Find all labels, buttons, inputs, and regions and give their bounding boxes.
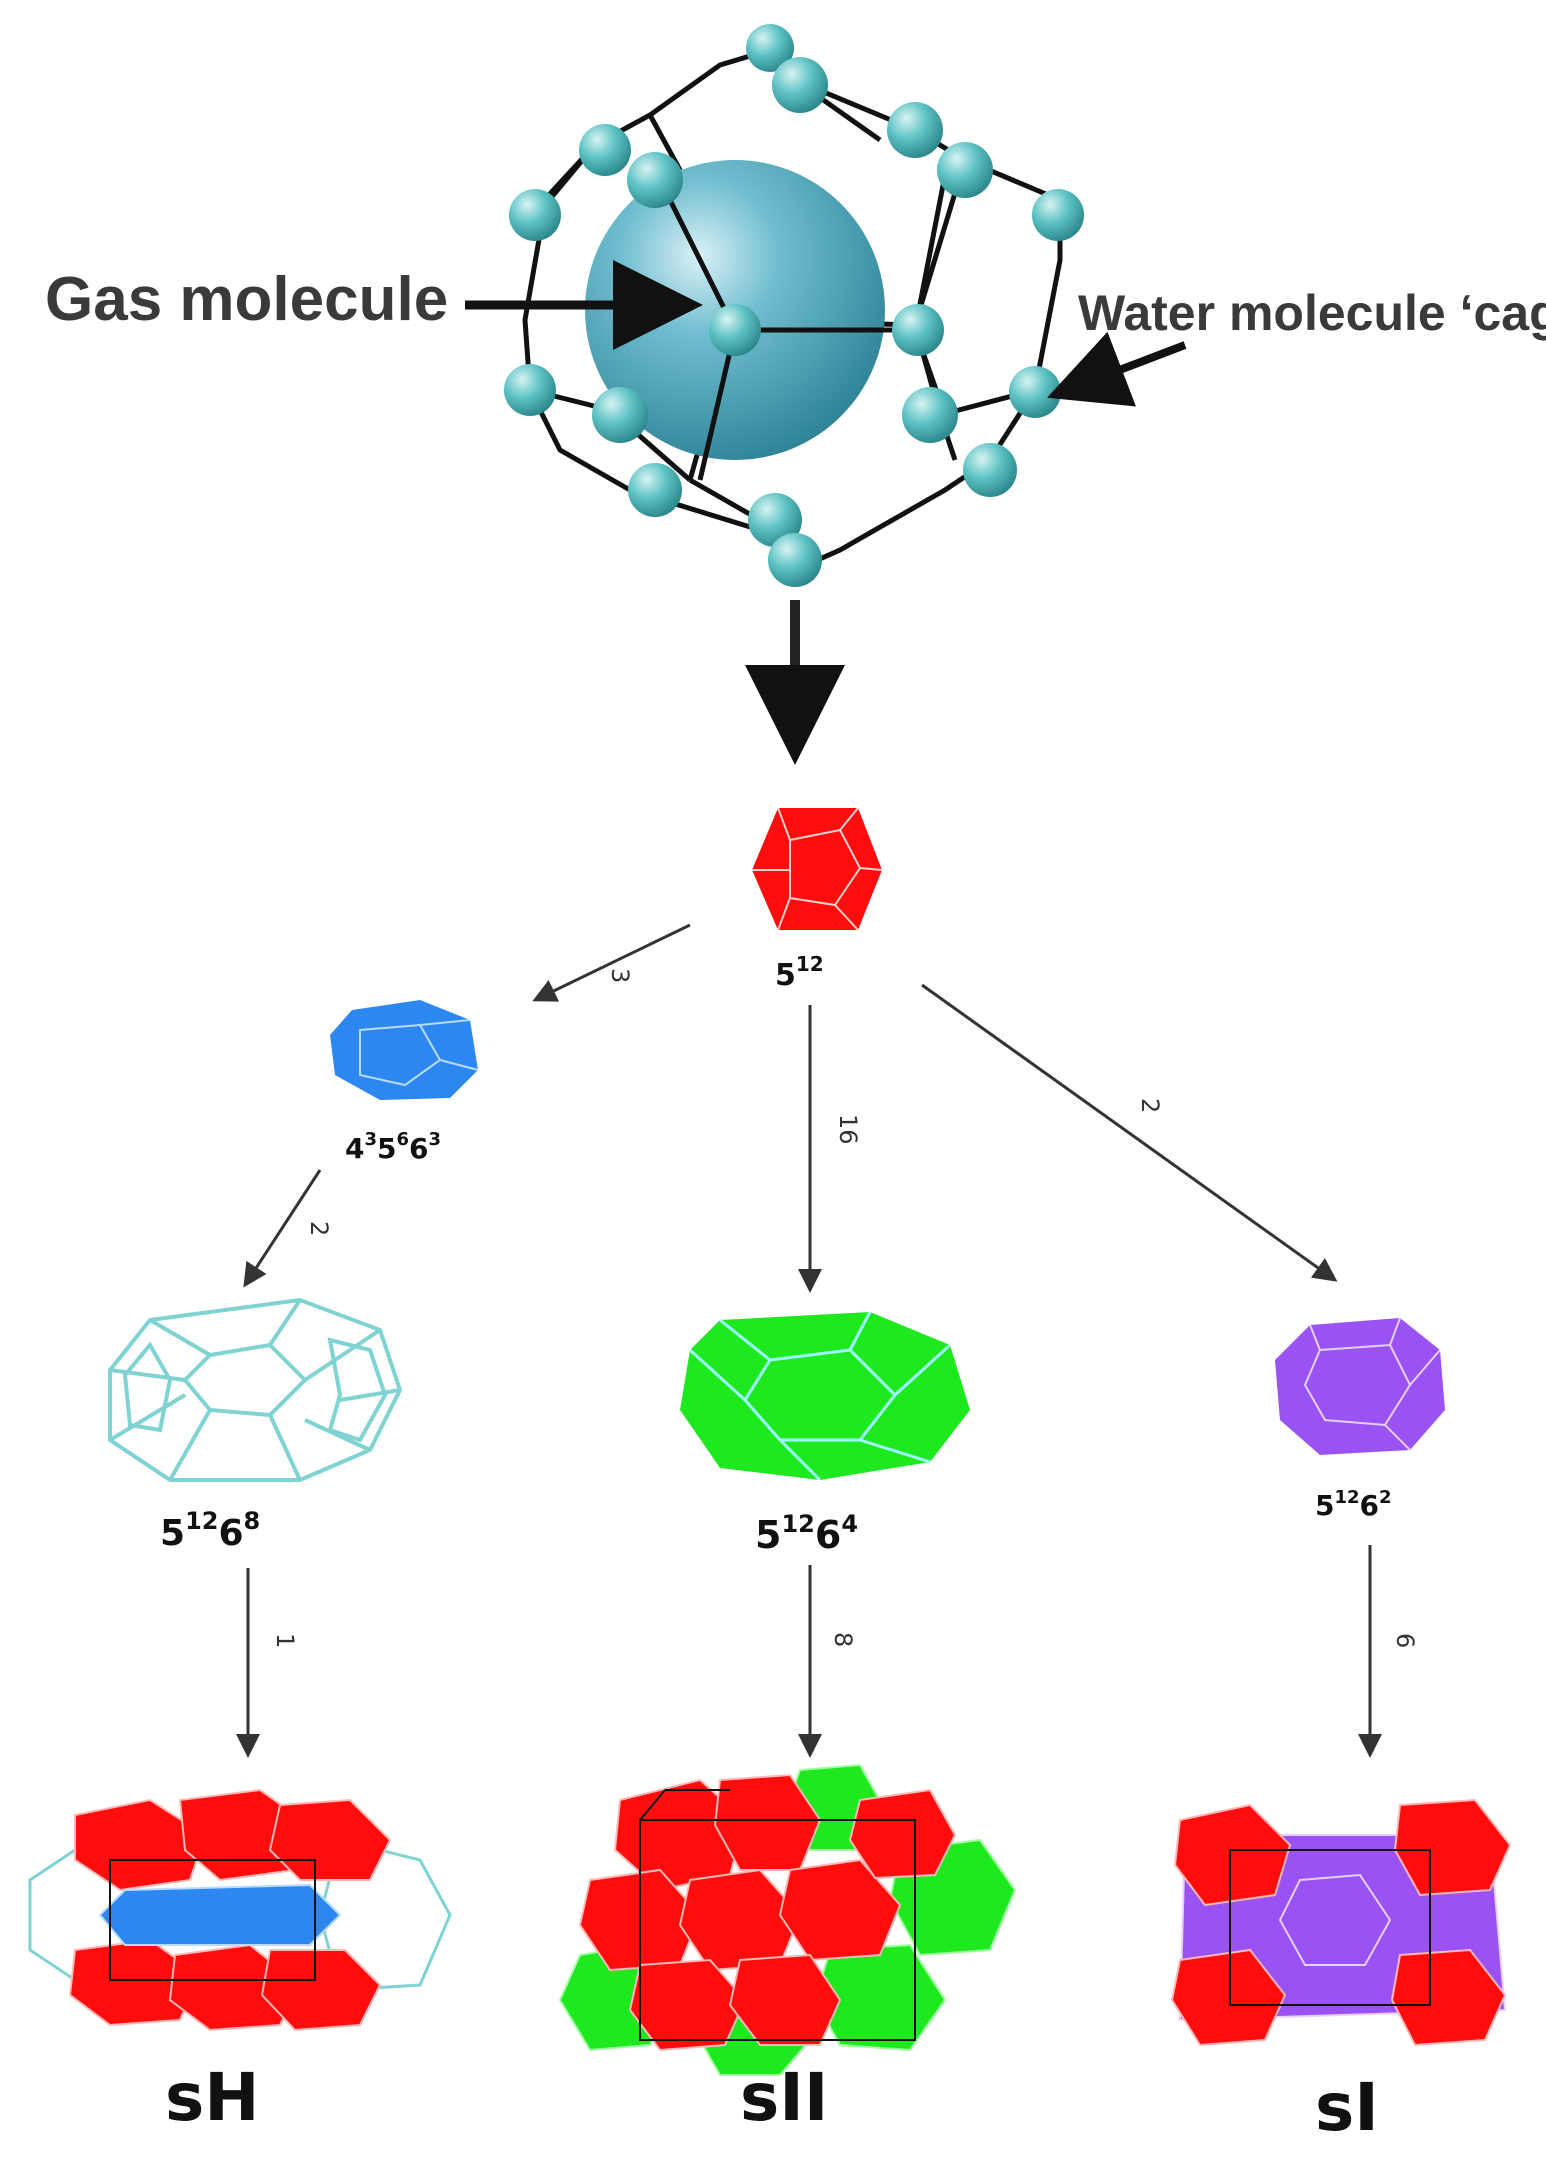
- cage-51264-label: 51264: [755, 1510, 858, 1557]
- structure-sH-label: sH: [165, 2059, 260, 2136]
- cage-51264: [680, 1311, 970, 1482]
- cage-512-label: 512: [775, 952, 824, 993]
- count-sH: 1: [271, 1633, 299, 1648]
- cage-51262-label: 51262: [1315, 1487, 1392, 1522]
- structure-sI-label: sI: [1315, 2069, 1379, 2146]
- cage-51268-label: 51268: [160, 1507, 260, 1554]
- structure-sI: [1170, 1798, 1512, 2047]
- structure-sH: [28, 1788, 452, 2032]
- count-51264: 16: [834, 1114, 862, 1145]
- structure-sII: [558, 1763, 1017, 2076]
- arrow-512-to-435663: [532, 923, 691, 1002]
- gas-molecule-label: Gas molecule: [45, 265, 448, 334]
- count-sII: 8: [829, 1632, 857, 1647]
- arrow-435663-to-51268: [243, 1169, 322, 1288]
- count-51268: 2: [305, 1221, 333, 1236]
- count-51262: 2: [1136, 1098, 1164, 1113]
- arrow-512-to-51262: [921, 983, 1338, 1282]
- cage-435663-label: 435663: [345, 1129, 441, 1165]
- water-cage-arrow: [1047, 331, 1187, 407]
- count-435663: 3: [606, 968, 634, 983]
- cage-51262: [1275, 1317, 1445, 1455]
- water-cage-model: [504, 24, 1084, 587]
- water-atoms: [504, 24, 1084, 587]
- cage-51268: [108, 1297, 403, 1482]
- structure-sII-label: sII: [740, 2059, 828, 2136]
- cage-435663: [330, 1000, 479, 1100]
- count-sI: 6: [1391, 1633, 1419, 1648]
- water-cage-label: Water molecule ‘cage: [1078, 285, 1546, 341]
- cage-512: [752, 807, 883, 931]
